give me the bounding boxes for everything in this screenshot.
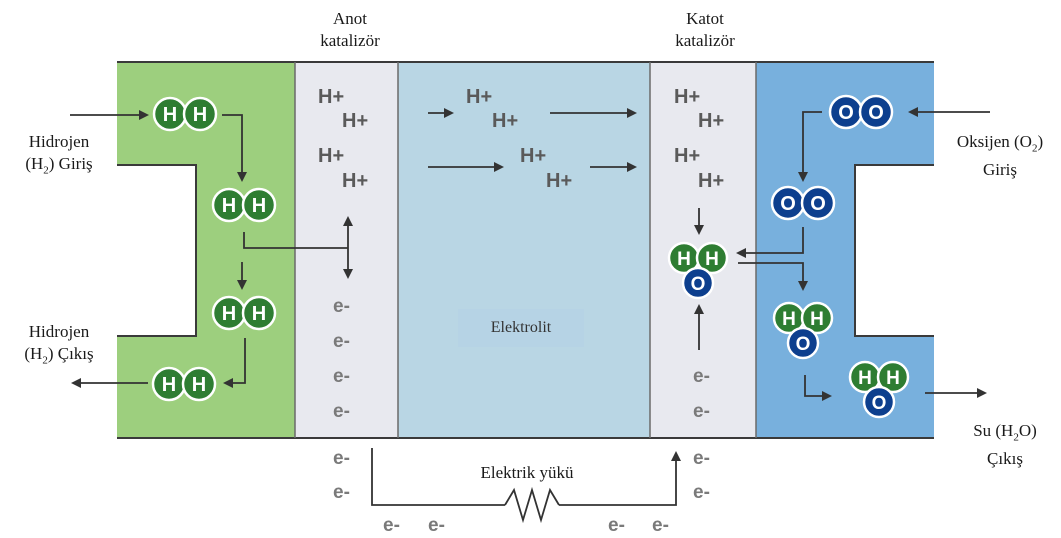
electric-load-label: Elektrik yükü — [480, 463, 574, 482]
proton-ion: H+ — [520, 145, 547, 167]
electron: e- — [608, 515, 625, 536]
anode-reaction-arrow — [243, 232, 348, 249]
electron: e- — [333, 366, 350, 387]
electrolyte-label: Elektrolit — [458, 309, 584, 347]
oxygen-to-catalyst-arrow — [736, 227, 804, 258]
svg-text:O: O — [780, 193, 796, 215]
oxygen-inlet-label: Oksijen (O2) Giriş — [942, 131, 1058, 181]
electron: e- — [652, 515, 669, 536]
hydrogen-outlet-label-line1: Hidrojen — [28, 322, 90, 341]
layer-dividers — [294, 62, 757, 438]
electron: e- — [333, 401, 350, 422]
hydrogen-molecule: H H — [151, 366, 217, 402]
svg-text:O: O — [838, 102, 854, 124]
proton-ion: H+ — [342, 170, 369, 192]
svg-text:H: H — [886, 368, 900, 389]
water-outlet-label: Su (H2O) Çıkış — [955, 420, 1055, 470]
proton-ion: H+ — [492, 110, 519, 132]
circuit-wire-right — [559, 451, 681, 506]
water-outlet-label-line1: Su (H2O) — [973, 421, 1037, 444]
cell-outline — [117, 61, 934, 439]
hydrogen-inlet-label-line2: (H2) Giriş — [25, 154, 93, 177]
electron: e- — [333, 331, 350, 352]
svg-text:H: H — [782, 309, 796, 330]
proton-ion: H+ — [466, 86, 493, 108]
hydrogen-outlet-label-line2: (H2) Çıkış — [24, 344, 94, 367]
circuit-wire-left — [371, 448, 505, 506]
water-molecule: H H O — [667, 241, 729, 300]
proton-ion: H+ — [546, 170, 573, 192]
water-molecule: H H O — [772, 301, 834, 360]
anode-molecules: H H H H H H H H — [151, 96, 277, 402]
svg-text:H: H — [162, 374, 176, 396]
cathode-catalyst-label-line1: Katot — [686, 9, 724, 28]
hydrogen-molecule: H H — [211, 295, 277, 331]
electron: e- — [693, 482, 710, 503]
electron: e- — [333, 296, 350, 317]
hydrogen-molecule: H H — [152, 96, 218, 132]
anode-flow-arrows — [70, 110, 353, 388]
proton-ion: H+ — [342, 110, 369, 132]
anode-gas-channel — [117, 62, 295, 438]
oxygen-inlet-label-line2: Giriş — [983, 160, 1017, 180]
hydrogen-inlet-label: Hidrojen (H2) Giriş — [4, 131, 114, 181]
svg-text:H: H — [705, 249, 719, 270]
proton-ion: H+ — [698, 170, 725, 192]
oxygen-flow-arrow-1 — [798, 111, 822, 182]
proton-ion: H+ — [318, 86, 345, 108]
svg-text:O: O — [868, 102, 884, 124]
proton-ion: H+ — [674, 86, 701, 108]
svg-text:O: O — [691, 274, 706, 295]
cathode-catalyst-label: Katot katalizör — [660, 8, 750, 52]
electrolyte-membrane — [398, 62, 650, 438]
water-flow-arrow-1 — [738, 262, 808, 291]
hydrogen-flow-arrow-3 — [223, 338, 246, 388]
oxygen-molecule: O O — [770, 185, 836, 221]
svg-text:H: H — [252, 303, 266, 325]
electron: e- — [333, 482, 350, 503]
svg-text:H: H — [193, 104, 207, 126]
cathode-molecules: O O O O H H O H H O H — [667, 94, 910, 419]
hydrogen-molecule: H H — [211, 187, 277, 223]
electron: e- — [333, 448, 350, 469]
svg-text:H: H — [222, 303, 236, 325]
hydrogen-flow-arrow-1 — [222, 114, 247, 182]
anode-catalyst-label-line1: Anot — [333, 9, 367, 28]
water-molecule: H H O — [848, 360, 910, 419]
svg-text:H: H — [810, 309, 824, 330]
svg-text:O: O — [796, 334, 811, 355]
electron: e- — [693, 448, 710, 469]
water-outlet-label-line2: Çıkış — [987, 449, 1023, 469]
electron: e- — [428, 515, 445, 536]
electron: e- — [693, 366, 710, 387]
svg-text:O: O — [872, 393, 887, 414]
proton-ion: H+ — [674, 145, 701, 167]
svg-text:H: H — [252, 195, 266, 217]
proton-ion: H+ — [318, 145, 345, 167]
svg-text:H: H — [163, 104, 177, 126]
cathode-catalyst-label-line2: katalizör — [675, 31, 735, 50]
anode-catalyst-label: Anot katalizör — [305, 8, 395, 52]
svg-text:H: H — [192, 374, 206, 396]
svg-text:H: H — [677, 249, 691, 270]
water-flow-arrow-2 — [804, 375, 832, 401]
oxygen-molecule: O O — [828, 94, 894, 130]
electron: e- — [383, 515, 400, 536]
proton-ion: H+ — [698, 110, 725, 132]
anode-catalyst-label-line2: katalizör — [320, 31, 380, 50]
external-circuit — [371, 448, 681, 524]
svg-text:O: O — [810, 193, 826, 215]
proton-transport-arrows — [428, 108, 637, 172]
hydrogen-outlet-label: Hidrojen (H2) Çıkış — [4, 321, 114, 371]
resistor-zigzag — [504, 486, 560, 524]
electron: e- — [693, 401, 710, 422]
hydrogen-inlet-label-line1: Hidrojen — [28, 132, 90, 151]
svg-text:H: H — [222, 195, 236, 217]
oxygen-inlet-label-line1: Oksijen (O2) — [956, 132, 1044, 155]
svg-text:H: H — [858, 368, 872, 389]
anode-catalyst-layer — [295, 62, 398, 438]
cathode-flow-arrows — [694, 107, 990, 401]
